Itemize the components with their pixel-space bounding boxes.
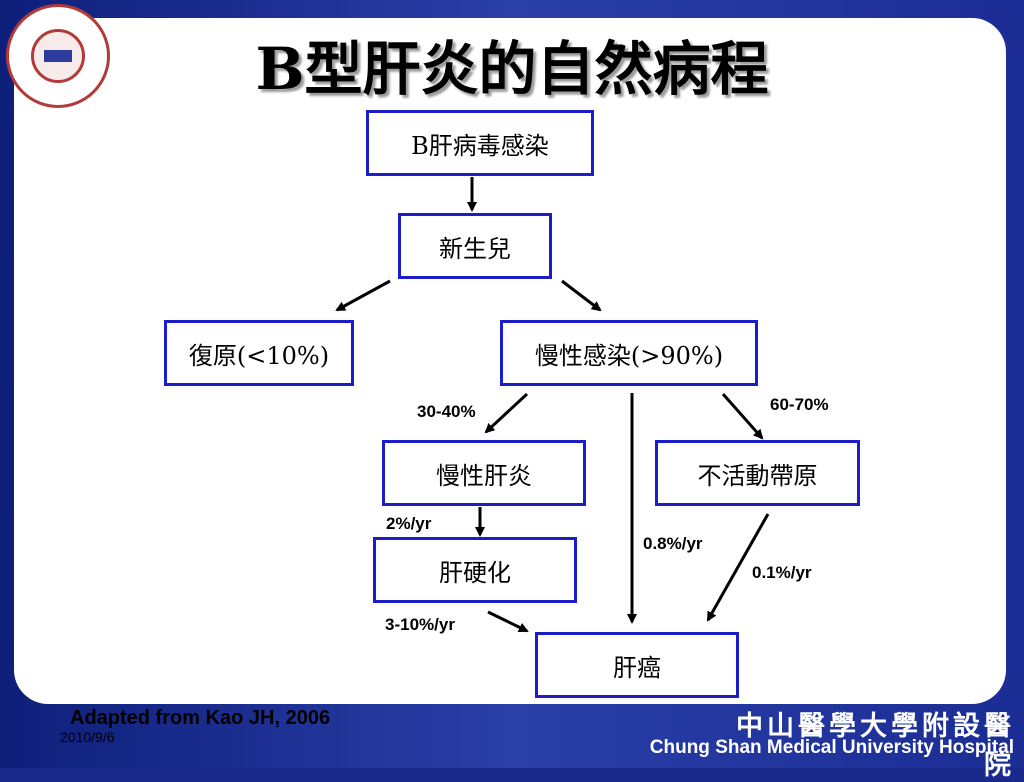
arrow-cirrhosis-cancer [487, 610, 529, 633]
arrow-newborn-recovery [335, 279, 391, 312]
node-hbv-infection: B肝病毒感染 [366, 110, 594, 176]
label-cirrhosis-to-cancer: 3-10%/yr [385, 615, 455, 634]
label-chronic-to-cancer: 0.8%/yr [643, 534, 703, 553]
label-to-inactive-carrier: 60-70% [770, 395, 829, 414]
slide-title: B型肝炎的自然病程 [255, 35, 769, 103]
logo-emblem-icon [31, 29, 85, 83]
hospital-logo [6, 4, 110, 108]
hospital-name-chinese: 中山醫學大學附設醫院 [736, 711, 1015, 781]
node-newborn: 新生兒 [398, 213, 552, 279]
node-liver-cancer: 肝癌 [535, 632, 739, 698]
node-inactive-carrier: 不活動帶原 [655, 440, 860, 506]
label-to-chronic-hepatitis: 30-40% [417, 402, 476, 421]
node-chronic-hepatitis: 慢性肝炎 [382, 440, 586, 506]
node-recovery: 復原(<10%) [164, 320, 354, 386]
label-hepatitis-to-cirrhosis: 2%/yr [386, 514, 432, 533]
label-carrier-to-cancer: 0.1%/yr [752, 563, 812, 582]
node-chronic-infection: 慢性感染(>90%) [500, 320, 758, 386]
source-citation: Adapted from Kao JH, 2006 [70, 707, 331, 729]
arrow-newborn-chronic [561, 279, 602, 312]
arrow-chronic-carrier [721, 393, 764, 440]
node-cirrhosis: 肝硬化 [373, 537, 577, 603]
arrow-chronic-hepatitis [484, 392, 529, 434]
arrow-carrier-cancer [706, 513, 770, 622]
slide-date: 2010/9/6 [60, 729, 115, 745]
hospital-name-english: Chung Shan Medical University Hospital [649, 737, 1014, 758]
